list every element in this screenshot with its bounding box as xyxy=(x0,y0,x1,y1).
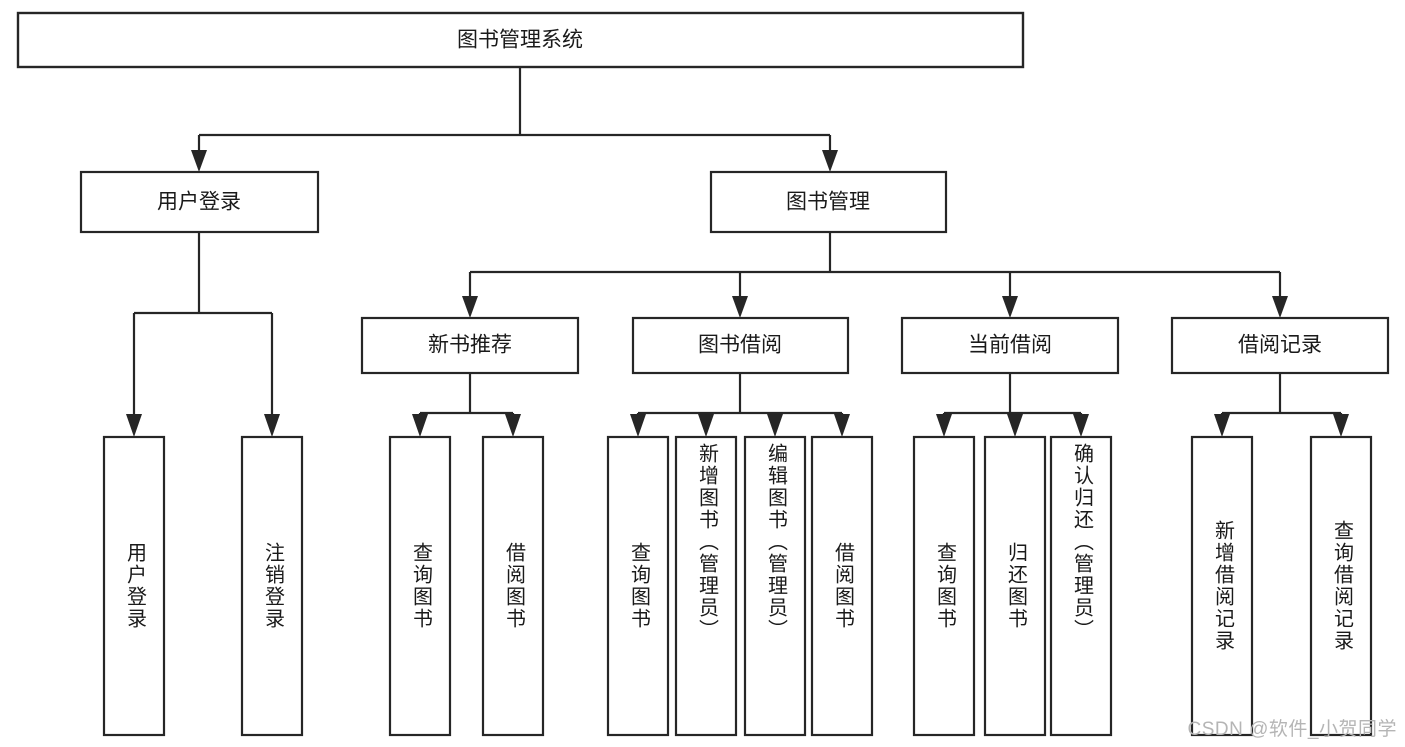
label-new-book-recommend: 新书推荐 xyxy=(428,334,512,357)
label-book-management: 图书管理 xyxy=(786,191,870,214)
nodes-layer xyxy=(16,11,1390,737)
label-book-borrow: 图书借阅 xyxy=(698,334,782,357)
node-book-management[interactable] xyxy=(709,170,948,234)
arrow-head-current-borrow xyxy=(1002,296,1018,318)
arrow-head-bb-leaf-1 xyxy=(630,414,646,437)
leaf-edit-book-admin[interactable] xyxy=(743,435,807,737)
watermark-text: CSDN @软件_小贺同学 xyxy=(1187,719,1397,740)
arrow-head-nb-leaf-2 xyxy=(505,414,521,437)
node-user-login[interactable] xyxy=(79,170,320,234)
node-book-borrow[interactable] xyxy=(631,316,850,375)
arrow-head-book-borrow xyxy=(732,296,748,318)
label-user-login: 用户登录 xyxy=(157,191,241,214)
leaf-query-book-nb[interactable] xyxy=(388,435,452,737)
arrow-head-cb-leaf-2 xyxy=(1007,414,1023,437)
label-current-borrow: 当前借阅 xyxy=(968,334,1052,357)
arrow-head-cb-leaf-1 xyxy=(936,414,952,437)
arrow-head-leaf-user-login xyxy=(126,414,142,437)
leaf-borrow-book-nb[interactable] xyxy=(481,435,545,737)
node-root-book-management-system[interactable] xyxy=(16,11,1025,69)
connectors-layer xyxy=(126,67,1349,437)
arrow-head-br-leaf-1 xyxy=(1214,414,1230,437)
arrow-head-borrow-record xyxy=(1272,296,1288,318)
leaf-user-login[interactable] xyxy=(102,435,166,737)
leaf-query-book-bb[interactable] xyxy=(606,435,670,737)
node-borrow-record[interactable] xyxy=(1170,316,1390,375)
leaf-query-borrow-record[interactable] xyxy=(1309,435,1373,737)
leaf-return-book[interactable] xyxy=(983,435,1047,737)
arrow-head-bb-leaf-2 xyxy=(698,414,714,437)
labels-layer: 图书管理系统 用户登录 图书管理 新书推荐 图书借阅 当前借阅 借阅记录 xyxy=(157,29,1322,357)
arrow-head-br-leaf-2 xyxy=(1333,414,1349,437)
leaf-add-book-admin[interactable] xyxy=(674,435,738,737)
arrow-head-new-book xyxy=(462,296,478,318)
node-new-book-recommend[interactable] xyxy=(360,316,580,375)
arrow-head-cb-leaf-3 xyxy=(1073,414,1089,437)
label-root: 图书管理系统 xyxy=(457,29,583,52)
leaf-logout[interactable] xyxy=(240,435,304,737)
arrow-head-book-manage xyxy=(822,150,838,172)
node-current-borrow[interactable] xyxy=(900,316,1120,375)
arrow-head-nb-leaf-1 xyxy=(412,414,428,437)
label-borrow-record: 借阅记录 xyxy=(1238,334,1322,357)
leaf-borrow-book-bb[interactable] xyxy=(810,435,874,737)
arrow-head-user-login xyxy=(191,150,207,172)
arrow-head-bb-leaf-3 xyxy=(767,414,783,437)
arrow-head-bb-leaf-4 xyxy=(834,414,850,437)
leaf-confirm-return-admin[interactable] xyxy=(1049,435,1113,737)
leaf-add-borrow-record[interactable] xyxy=(1190,435,1254,737)
leaf-query-book-cb[interactable] xyxy=(912,435,976,737)
arrow-head-leaf-logout xyxy=(264,414,280,437)
